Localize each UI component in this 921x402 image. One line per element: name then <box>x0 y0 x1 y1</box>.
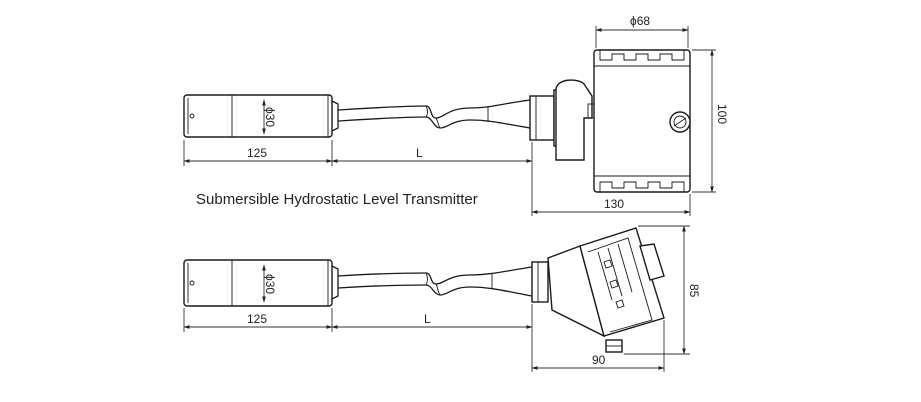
bottom-terminal-head <box>531 227 665 353</box>
top-housing-depth-label: 130 <box>604 197 624 211</box>
top-cable <box>337 99 531 129</box>
bottom-probe <box>183 259 339 307</box>
top-length-dimensions: 125 L 130 <box>183 140 691 216</box>
top-housing-height-label: 100 <box>715 104 729 124</box>
top-housing-diameter-dimension: ϕ68 <box>595 14 689 48</box>
bottom-head-height-label: 85 <box>687 284 701 298</box>
bottom-probe-diameter-label: ϕ30 <box>263 274 277 294</box>
bottom-head-depth-label: 90 <box>592 353 606 367</box>
top-transmitter-drawing: ϕ30 <box>183 14 729 216</box>
bottom-transmitter-drawing: ϕ30 85 <box>183 225 701 372</box>
top-cable-length-label: L <box>416 146 423 160</box>
bottom-length-dimensions: 125 L 90 <box>183 304 665 372</box>
bottom-probe-diameter-dimension: ϕ30 <box>262 264 277 303</box>
top-probe-diameter-dimension: ϕ30 <box>262 99 277 135</box>
bottom-cable <box>337 266 533 297</box>
top-housing-height-dimension: 100 <box>692 49 729 193</box>
top-probe-length-label: 125 <box>247 146 267 160</box>
top-probe <box>183 94 339 138</box>
bottom-head-height-dimension: 85 <box>624 225 701 355</box>
top-housing-diameter-label: ϕ68 <box>630 14 650 28</box>
bottom-probe-length-label: 125 <box>247 312 267 326</box>
top-junction-housing <box>529 49 691 193</box>
bottom-cable-length-label: L <box>424 312 431 326</box>
top-probe-diameter-label: ϕ30 <box>263 107 277 127</box>
diagram-caption: Submersible Hydrostatic Level Transmitte… <box>196 191 478 208</box>
